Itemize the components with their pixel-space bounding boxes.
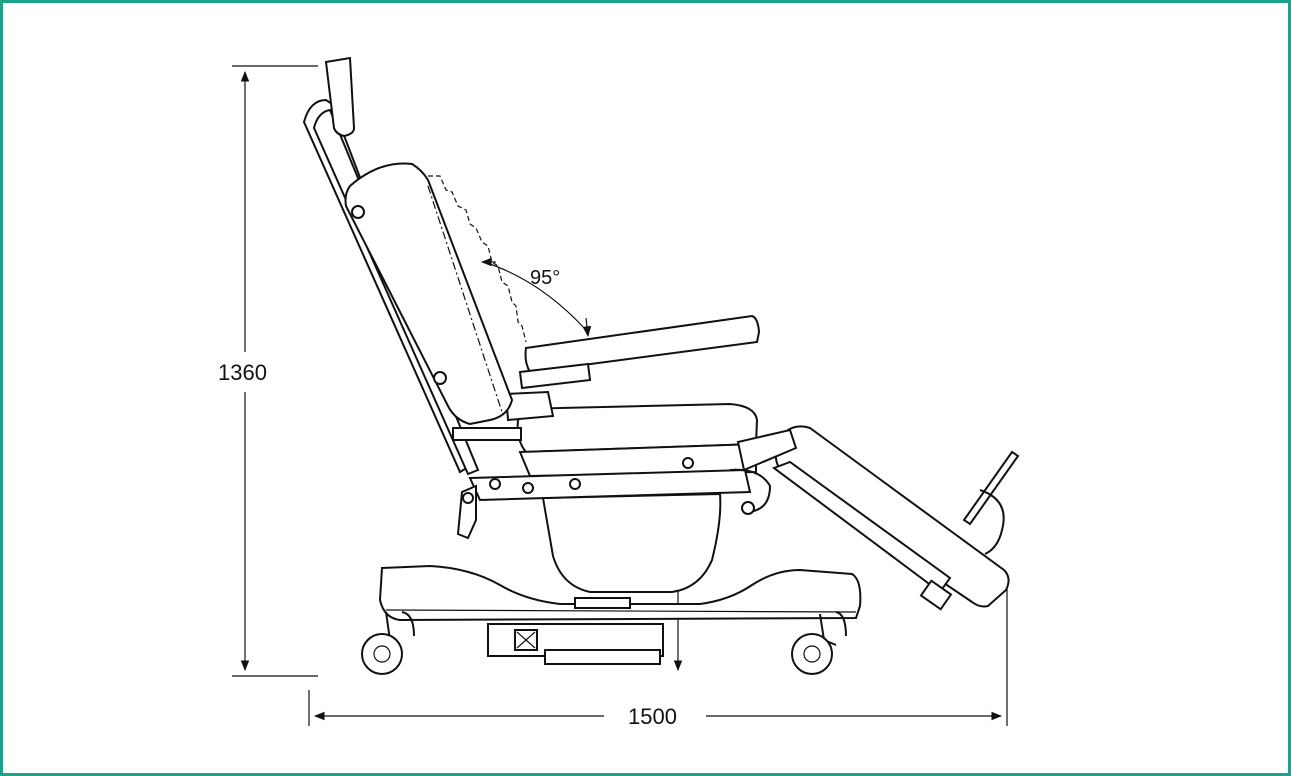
legrest-clip: [919, 579, 953, 611]
base-frame: [378, 564, 862, 622]
angle-annotation: 95°: [480, 257, 592, 338]
base-foot-plate: [544, 649, 661, 665]
base-lower-edge: [385, 609, 857, 613]
armrest: [504, 314, 761, 422]
legrest: [729, 425, 1010, 611]
backrest-upright-outline: [428, 175, 527, 343]
length-label: 1500: [628, 704, 677, 729]
length-dimension: 1500: [308, 588, 1008, 729]
footrest-arm: [979, 489, 1005, 555]
armrest-bracket: [518, 362, 592, 390]
caster-right: [791, 611, 847, 675]
backrest-upright-centerline: [427, 185, 503, 413]
armrest-mount: [504, 390, 555, 422]
legrest-hinge: [736, 428, 798, 472]
wheel-left: [361, 633, 403, 675]
wheel-right: [791, 633, 833, 675]
armrest-pad: [524, 314, 761, 374]
legrest-link: [729, 468, 772, 513]
height-dimension: 1360: [218, 65, 318, 677]
backrest: [302, 56, 527, 540]
caster-left: [361, 611, 415, 675]
height-label: 1360: [218, 360, 267, 385]
angle-label: 95°: [530, 267, 560, 289]
lift-housing: [541, 492, 722, 593]
angle-arrow-down: [582, 317, 592, 338]
headrest: [324, 56, 356, 138]
angle-arc: [483, 261, 587, 331]
footrest-plate: [962, 450, 1020, 526]
seat-frame: [518, 442, 757, 478]
legrest-frame: [771, 460, 952, 594]
footrest: [962, 450, 1020, 555]
column-base: [574, 597, 631, 609]
backrest-hinge: [452, 427, 522, 441]
backrest-cushion: [344, 162, 514, 426]
chair-base: [378, 564, 862, 665]
